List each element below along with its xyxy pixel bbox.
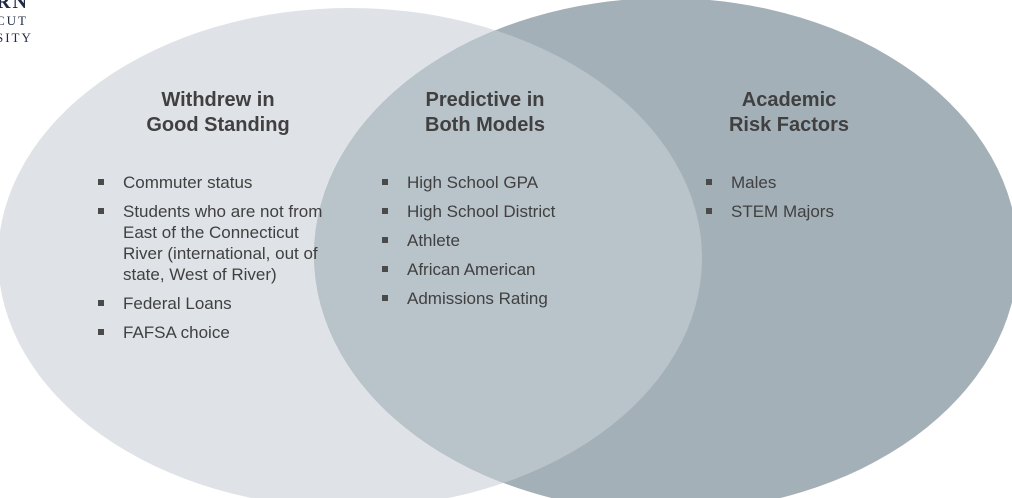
risk-factors-heading-line-2: Risk Factors [728, 114, 850, 136]
predictive-group: Predictive in Both Models High School GP… [380, 88, 620, 317]
list-item: FAFSA choice [96, 322, 346, 343]
list-item: Males [704, 172, 924, 193]
risk-factors-list: Males STEM Majors [704, 172, 924, 222]
withdrew-heading: Withdrew in Good Standing [120, 88, 316, 138]
withdrew-heading-line-2: Good Standing [146, 114, 290, 136]
university-logo: RN CUT SITY [0, 0, 33, 44]
list-item: High School GPA [380, 172, 620, 193]
list-item: Students who are not from East of the Co… [96, 201, 333, 285]
logo-line-2: CUT [0, 13, 28, 28]
predictive-heading-line-1: Predictive in [425, 89, 545, 111]
predictive-heading-line-2: Both Models [425, 114, 545, 136]
list-item: Commuter status [96, 172, 346, 193]
withdrew-list: Commuter status Students who are not fro… [96, 172, 346, 343]
logo-line-3: SITY [0, 30, 33, 45]
risk-factors-heading: Academic Risk Factors [704, 88, 874, 138]
withdrew-group: Withdrew in Good Standing Commuter statu… [96, 88, 346, 351]
overlap-region [314, 8, 702, 498]
list-item: Athlete [380, 230, 620, 251]
list-item: Admissions Rating [380, 288, 620, 309]
predictive-list: High School GPA High School District Ath… [380, 172, 620, 309]
list-item: Federal Loans [96, 293, 346, 314]
withdrew-heading-line-1: Withdrew in [161, 89, 275, 111]
risk-factors-heading-line-1: Academic [741, 89, 837, 111]
risk-factors-group: Academic Risk Factors Males STEM Majors [704, 88, 924, 230]
list-item: High School District [380, 201, 620, 222]
predictive-heading: Predictive in Both Models [380, 88, 590, 138]
list-item: STEM Majors [704, 201, 924, 222]
list-item: African American [380, 259, 620, 280]
logo-line-1: RN [0, 0, 29, 13]
